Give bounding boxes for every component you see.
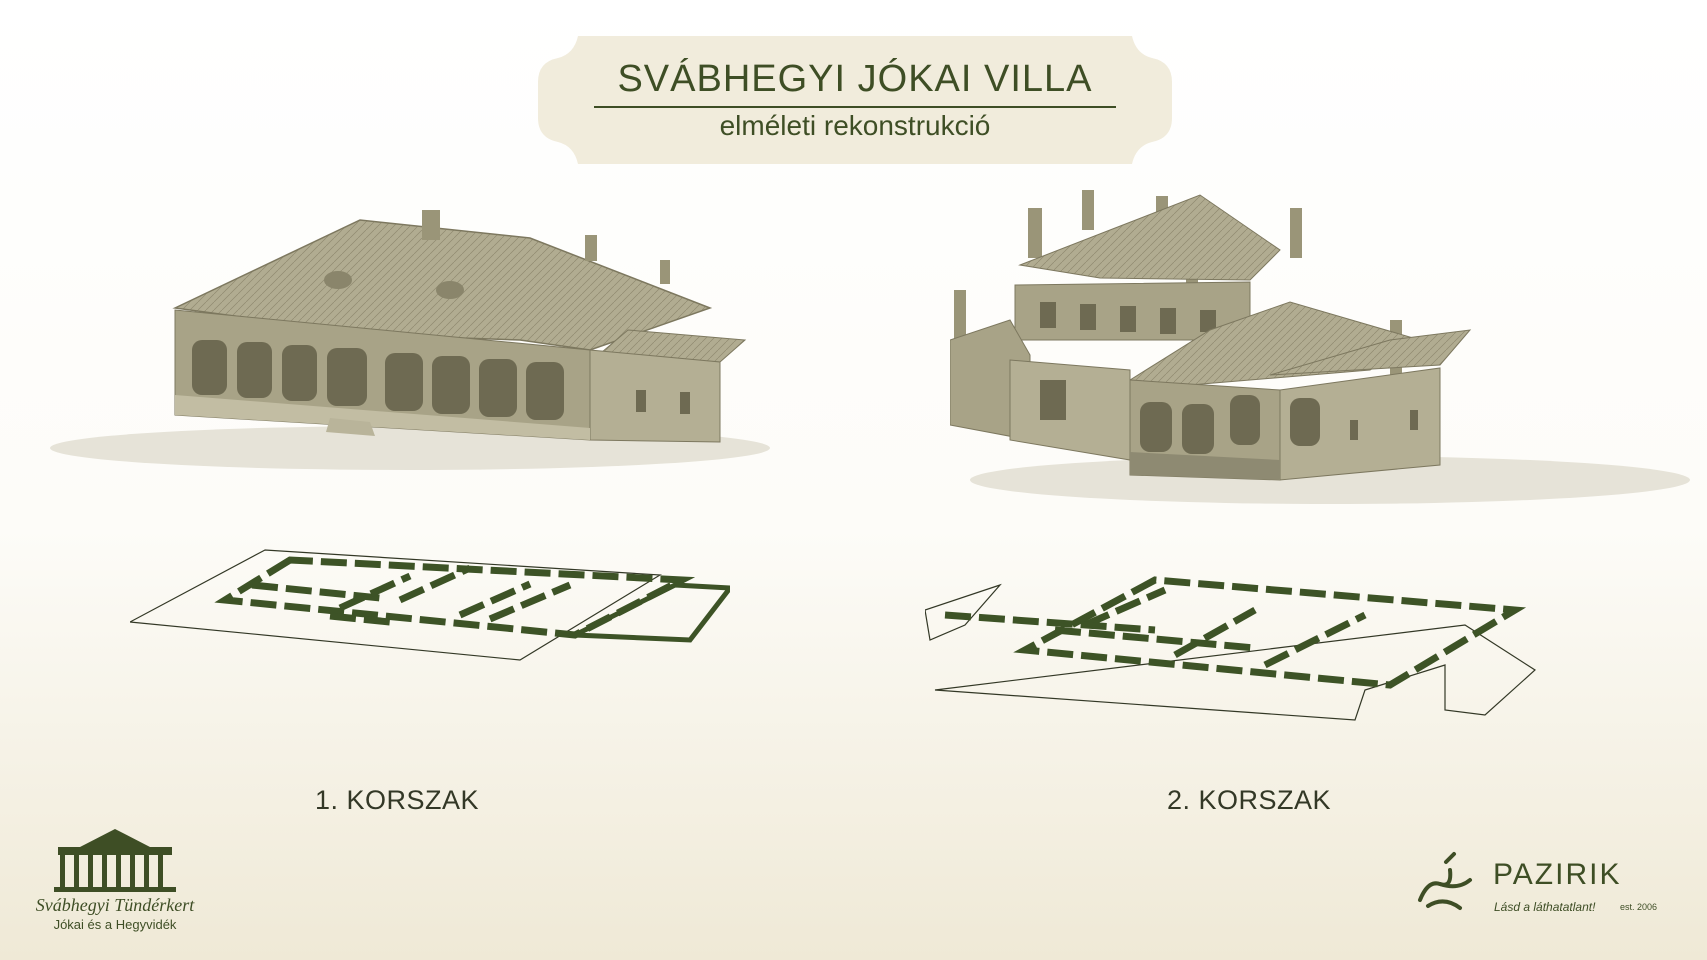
- tunderkert-logo: Svábhegyi Tündérkert Jókai és a Hegyvidé…: [30, 825, 200, 940]
- pavilion-icon: [54, 829, 176, 892]
- tunderkert-tagline: Jókai és a Hegyvidék: [53, 917, 177, 932]
- pazirik-slogan: Lásd a láthatatlant!: [1494, 900, 1596, 914]
- pazirik-brand: PAZIRIK: [1493, 858, 1622, 891]
- tunderkert-name: Svábhegyi Tündérkert: [35, 895, 195, 915]
- floor-plan-era-1: [130, 549, 730, 661]
- griffin-icon: [1418, 852, 1472, 910]
- pazirik-logo: PAZIRIK Lásd a láthatatlant! est. 2006: [1410, 850, 1670, 920]
- plaque-shape: [538, 36, 1172, 164]
- page-subtitle: elméleti rekonstrukció: [719, 110, 991, 141]
- pazirik-est: est. 2006: [1620, 902, 1658, 912]
- villa-model-era-1: [50, 210, 770, 470]
- title-plaque: SVÁBHEGYI JÓKAI VILLA elméleti rekonstru…: [538, 36, 1172, 164]
- page-title: SVÁBHEGYI JÓKAI VILLA: [617, 58, 1093, 100]
- title-underline: [594, 106, 1116, 108]
- era-2-label: 2. KORSZAK: [1167, 785, 1332, 815]
- era-1-label: 1. KORSZAK: [315, 785, 480, 815]
- villa-model-era-2: [950, 190, 1690, 504]
- floor-plan-era-2: [925, 576, 1536, 721]
